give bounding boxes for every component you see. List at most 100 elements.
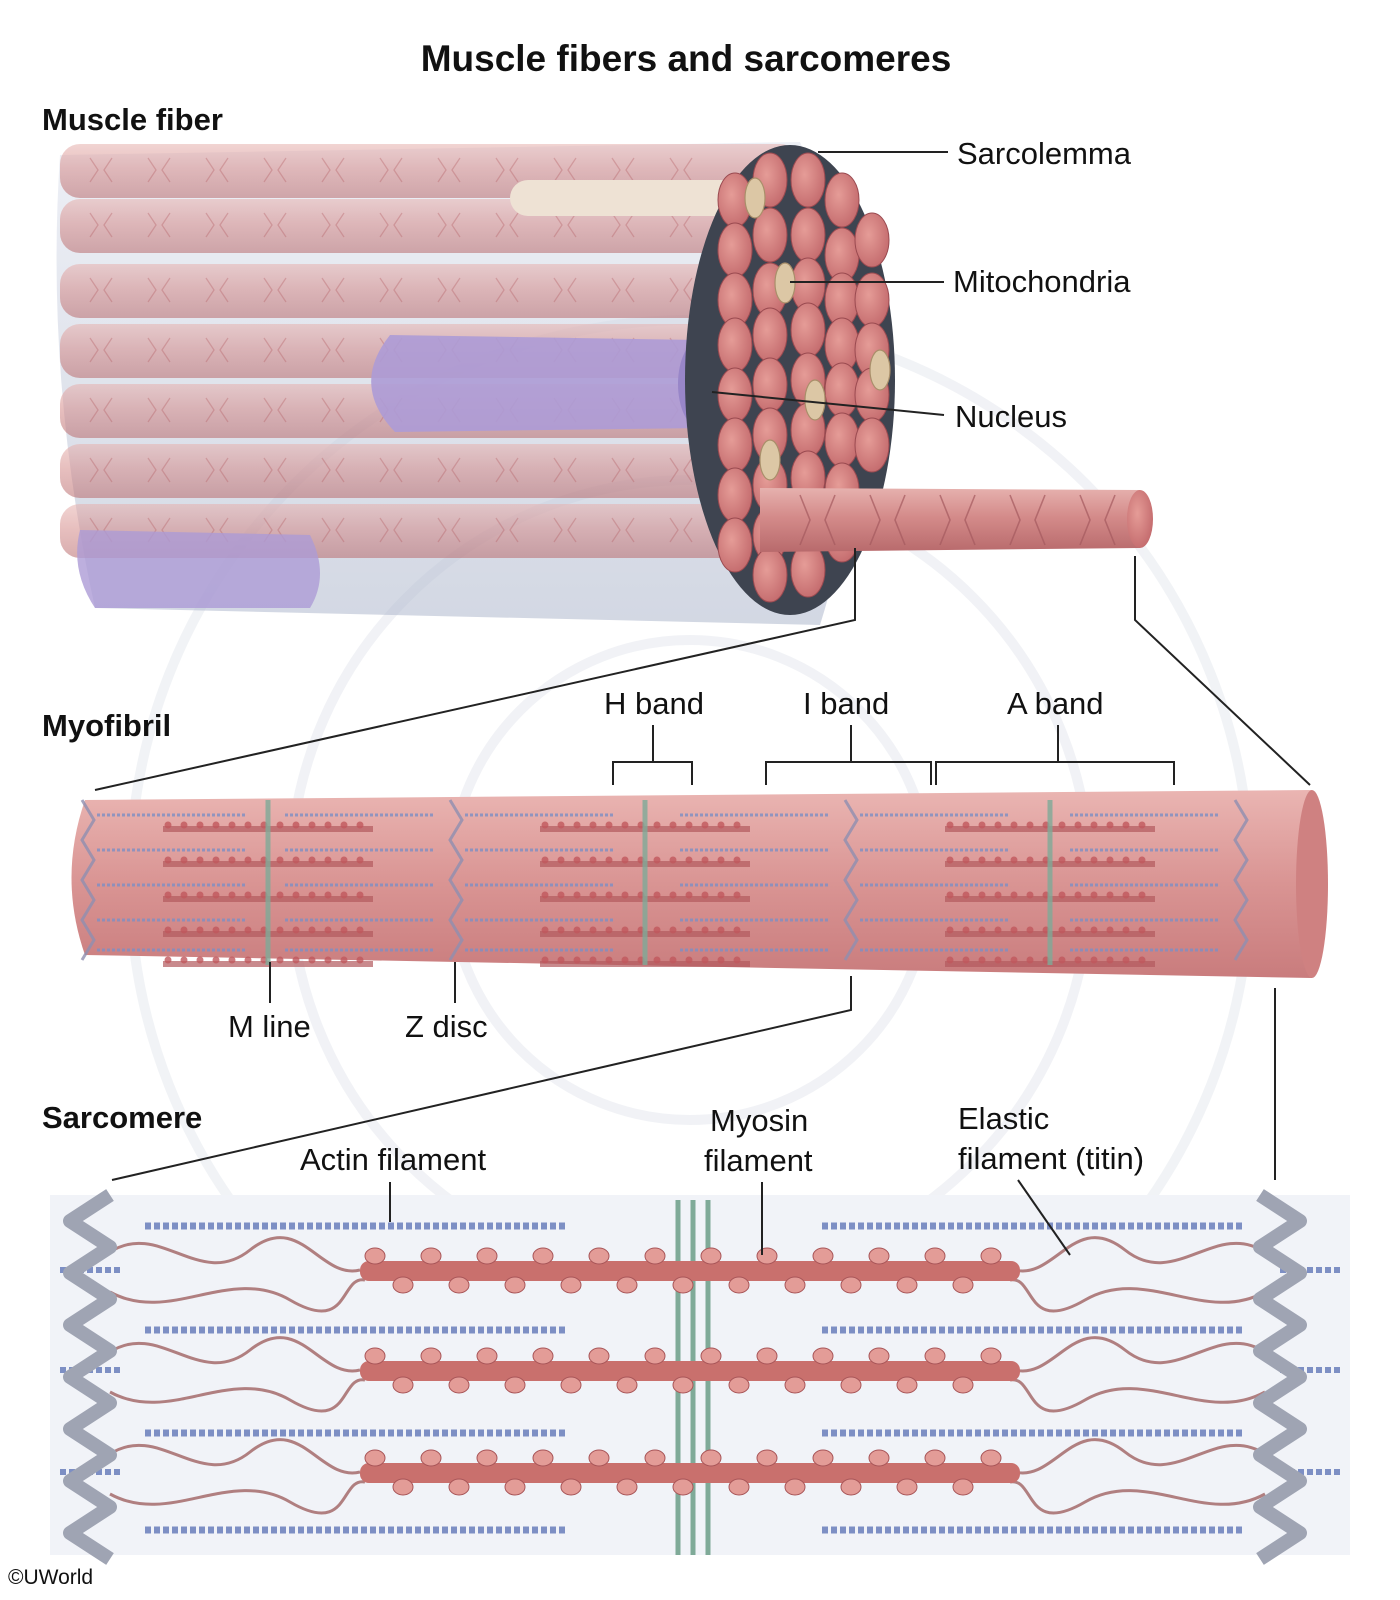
- myosin-head: [557, 856, 565, 864]
- myosin-head: [292, 926, 300, 934]
- fiber-striation: [495, 277, 519, 303]
- myofibril-end-cap: [717, 517, 753, 573]
- label-a-band: A band: [1007, 686, 1104, 721]
- label-mitochondria: Mitochondria: [953, 264, 1131, 299]
- myosin-head: [1074, 891, 1082, 899]
- titin-strand: [109, 1438, 361, 1475]
- zoom-lines-2: [111, 976, 1276, 1181]
- myosin-head: [228, 821, 236, 829]
- fiber-striation: [611, 277, 635, 303]
- myosin-head: [978, 891, 986, 899]
- myosin-head: [164, 891, 172, 899]
- protruding-myofibril-end: [1127, 490, 1153, 548]
- myosin-head: [276, 956, 284, 964]
- myosin-head: [653, 926, 661, 934]
- myosin-head: [589, 926, 597, 934]
- myosin-head: [812, 1347, 834, 1365]
- myosin-head: [952, 1376, 974, 1394]
- myosin-head: [292, 821, 300, 829]
- fiber-striation: [553, 212, 577, 238]
- myosin-head: [228, 856, 236, 864]
- myosin-head: [1058, 891, 1066, 899]
- a-band-bracket: [935, 761, 1175, 785]
- myosin-head: [605, 821, 613, 829]
- fiber-striation: [611, 157, 635, 183]
- myosin-head: [994, 856, 1002, 864]
- label-m-line: M line: [228, 1009, 311, 1044]
- myosin-head: [244, 856, 252, 864]
- myosin-head: [1074, 821, 1082, 829]
- myosin-head: [164, 856, 172, 864]
- myosin-head: [924, 1347, 946, 1365]
- fiber-striation: [437, 277, 461, 303]
- myosin-head: [733, 956, 741, 964]
- myosin-head: [605, 926, 613, 934]
- myosin-head: [324, 821, 332, 829]
- myosin-head: [532, 1449, 554, 1467]
- myosin-head: [700, 1449, 722, 1467]
- myosin-head: [756, 1247, 778, 1265]
- i-band-bracket: [765, 761, 932, 785]
- myosin-head: [180, 926, 188, 934]
- myosin-head: [448, 1376, 470, 1394]
- myosin-head: [476, 1347, 498, 1365]
- myosin-head: [504, 1478, 526, 1496]
- myosin-head: [588, 1247, 610, 1265]
- myosin-head: [573, 856, 581, 864]
- myosin-head: [1010, 891, 1018, 899]
- mitochondrion: [744, 177, 766, 219]
- fiber-striation: [263, 157, 287, 183]
- myosin-head: [701, 891, 709, 899]
- section-label-sarcomere: Sarcomere: [42, 1100, 203, 1135]
- myosin-head: [308, 856, 316, 864]
- titin-strand: [1009, 1480, 1266, 1515]
- fiber-striation: [379, 212, 403, 238]
- myosin-head: [1138, 891, 1146, 899]
- fiber-striation: [321, 517, 345, 543]
- myosin-head: [946, 956, 954, 964]
- mitochondrion: [759, 439, 781, 481]
- myosin-head: [685, 856, 693, 864]
- myosin-head: [1122, 926, 1130, 934]
- myosin-head: [840, 1276, 862, 1294]
- fiber-striation: [611, 212, 635, 238]
- myosin-head: [868, 1347, 890, 1365]
- titin-strand: [109, 1336, 361, 1373]
- myosin-head: [448, 1478, 470, 1496]
- protruding-myofibril-pattern: [799, 494, 1116, 546]
- myosin-head: [978, 926, 986, 934]
- fiber-striation: [263, 277, 287, 303]
- z-disc-structures: [63, 1189, 1307, 1565]
- fiber-striation: [553, 157, 577, 183]
- myosin-head: [1074, 926, 1082, 934]
- myosin-head: [1010, 926, 1018, 934]
- myofibril-end-cap: [752, 547, 788, 603]
- myosin-head: [588, 1347, 610, 1365]
- myosin-head: [504, 1276, 526, 1294]
- myosin-head: [1058, 956, 1066, 964]
- myosin-head: [621, 821, 629, 829]
- myosin-head: [1090, 956, 1098, 964]
- myosin-head: [728, 1276, 750, 1294]
- myosin-head: [292, 891, 300, 899]
- myosin-head: [1026, 956, 1034, 964]
- myosin-head: [840, 1376, 862, 1394]
- myosin-head: [685, 821, 693, 829]
- myosin-head: [717, 956, 725, 964]
- myosin-head: [980, 1449, 1002, 1467]
- fiber-striation: [495, 457, 519, 483]
- section-label-fiber: Muscle fiber: [42, 102, 223, 137]
- myosin-head: [180, 821, 188, 829]
- myosin-head: [1090, 891, 1098, 899]
- fiber-striation: [495, 517, 519, 543]
- myosin-head: [356, 856, 364, 864]
- myosin-head: [685, 891, 693, 899]
- myofibril-end-cap: [717, 317, 753, 373]
- label-nucleus: Nucleus: [955, 399, 1067, 434]
- mitochondrion: [869, 349, 891, 391]
- myosin-head: [196, 856, 204, 864]
- myosin-head: [1090, 821, 1098, 829]
- myosin-head: [392, 1376, 414, 1394]
- myosin-head: [308, 891, 316, 899]
- myosin-head: [962, 856, 970, 864]
